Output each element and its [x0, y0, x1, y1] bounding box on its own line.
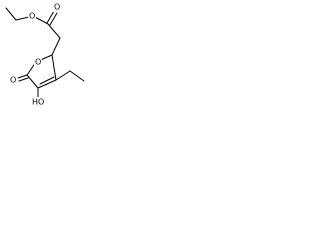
bond-lactone-carbonyl-a — [17, 74, 28, 79]
bond-methylene-ester-oxygen — [15, 16, 30, 21]
bond-c3-c4-double — [39, 76, 55, 85]
bond-c2-c3 — [26, 74, 39, 89]
lactone-carbonyl-oxygen-label: O — [10, 76, 16, 85]
bond-lactone-carbonyl-b — [18, 77, 29, 82]
bond-ester-carbonyl-double-a — [46, 10, 55, 24]
ester-ether-oxygen-label: O — [29, 12, 35, 21]
bond-ester-oxygen-carbonyl — [34, 16, 49, 25]
ring-oxygen-label: O — [35, 58, 41, 67]
bond-ch2-ring — [51, 37, 61, 56]
bond-methyl-methylene — [5, 7, 17, 21]
bond-carbonyl-ch2 — [47, 23, 61, 39]
bond-ester-carbonyl-double-b — [49, 12, 58, 26]
bond-c4-c5 — [51, 54, 57, 81]
bond-c3-c4 — [37, 79, 57, 89]
bond-c4-ethyl-ch2 — [55, 70, 71, 81]
ester-carbonyl-oxygen-label: O — [54, 3, 60, 12]
molecule-structure: O O O O HO — [5, 2, 85, 107]
hydroxyl-label: HO — [32, 98, 44, 107]
bond-ethyl-ch2-ch3 — [69, 70, 85, 82]
molecule-diagram: O O O O HO — [0, 0, 92, 115]
